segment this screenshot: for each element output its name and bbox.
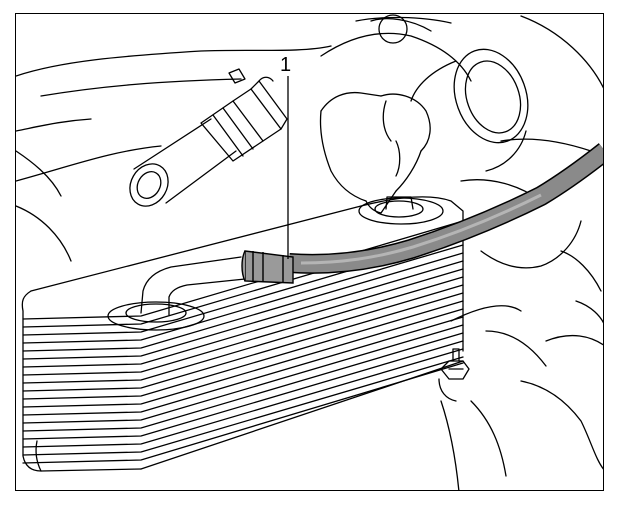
hose-clamp [241, 250, 294, 284]
hose [288, 143, 603, 274]
cooler-port-right [358, 196, 444, 225]
illustration-frame: 1 [15, 13, 604, 491]
engine-bay-background [16, 15, 603, 490]
cooler-hose-drawing: 1 [16, 14, 603, 490]
oil-cooler [21, 196, 464, 472]
sensor-connector [129, 68, 288, 207]
cooler-port-left [107, 256, 246, 331]
callout-1-label: 1 [280, 54, 291, 76]
mounting-bolt [438, 348, 470, 402]
coolant-pipe-elbow [370, 14, 529, 172]
mounting-bracket [319, 91, 431, 214]
